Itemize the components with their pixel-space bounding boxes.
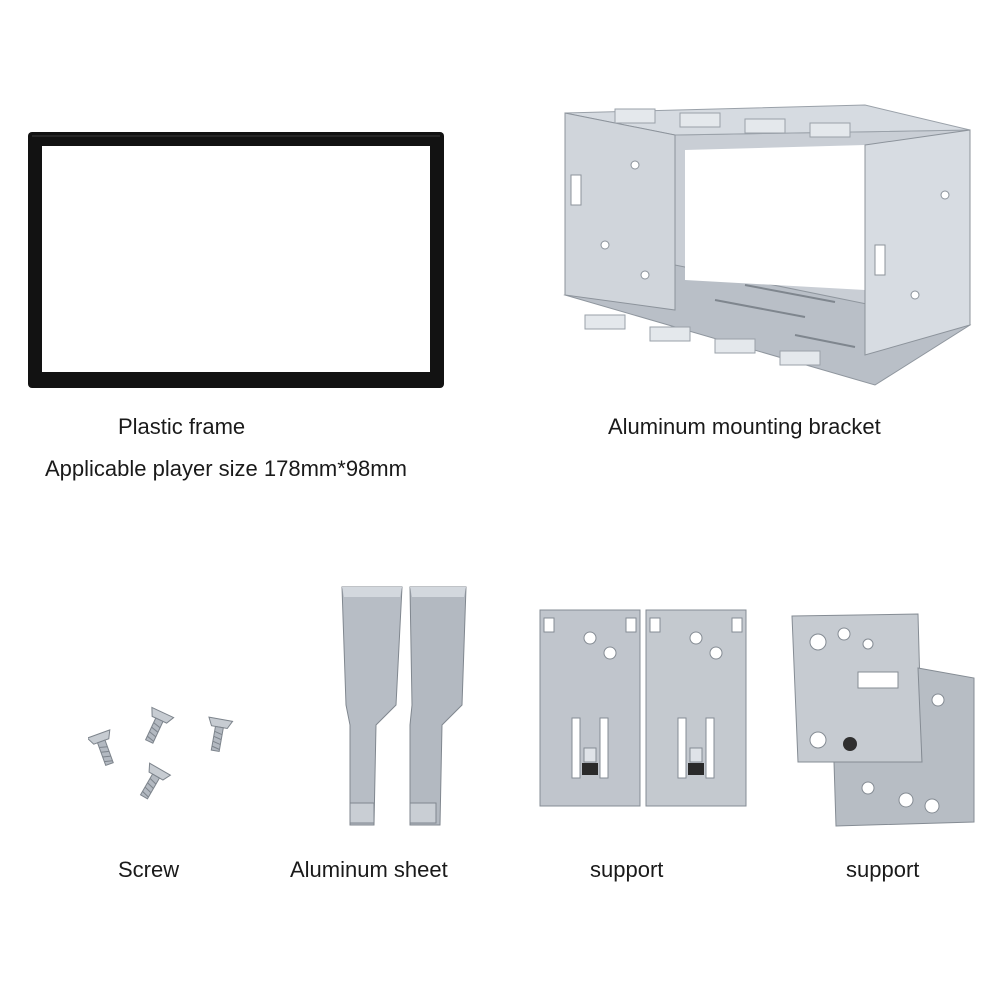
aluminum-bracket-label: Aluminum mounting bracket	[608, 414, 881, 439]
aluminum-sheet-label: Aluminum sheet	[290, 857, 448, 882]
support-brackets-label: support	[846, 857, 920, 882]
support-plate-right	[645, 609, 747, 807]
screw-2	[137, 706, 175, 748]
sheet-2	[409, 586, 467, 826]
support-bracket-front	[833, 667, 975, 827]
plastic-frame-image	[26, 130, 446, 392]
sheet-1	[341, 586, 403, 826]
player-size-note: Applicable player size 178mm*98mm	[45, 456, 407, 481]
screw-3	[202, 716, 234, 754]
support-bracket-back	[791, 613, 923, 763]
support-plate-left	[539, 609, 641, 807]
aluminum-sheet-image	[330, 585, 470, 830]
aluminum-bracket-image	[545, 95, 975, 395]
support-brackets-image	[788, 612, 978, 837]
screw-4	[133, 762, 171, 804]
screw-label: Screw	[118, 857, 180, 882]
support-plates-image	[538, 608, 748, 808]
plastic-frame-label: Plastic frame	[118, 414, 246, 439]
support-plates-label: support	[590, 857, 664, 882]
screw-1	[88, 729, 122, 769]
screw-set-image	[88, 705, 248, 815]
